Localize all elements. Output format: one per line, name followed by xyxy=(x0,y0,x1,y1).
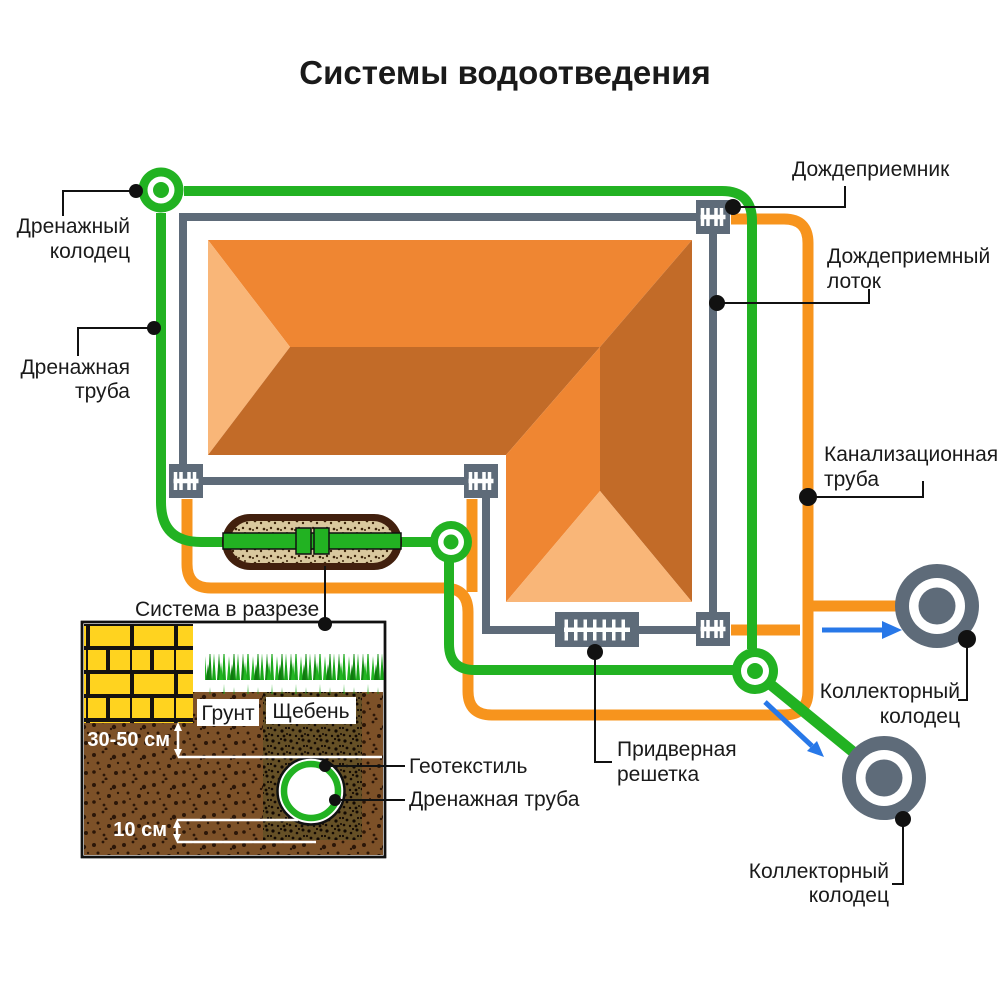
depth-marks xyxy=(175,730,382,844)
page-title: Системы водоотведения xyxy=(299,54,710,91)
pipe-coupling-right xyxy=(313,527,330,555)
drainage-well-label-line1: Дренажный xyxy=(17,215,130,238)
roof-face-wing-west xyxy=(506,347,600,602)
door-grate-icon xyxy=(555,612,639,647)
drainage-pipe-to-collector xyxy=(764,678,858,757)
drain-pipe-section-icon xyxy=(280,760,342,822)
drainage-well-label-line2: колодец xyxy=(50,240,130,263)
drainage-well-icon xyxy=(138,167,184,213)
rain-inlet-label: Дождеприемник xyxy=(792,158,950,181)
section-drain-pipe-label: Дренажная труба xyxy=(409,788,580,811)
collector-well-bottom-icon xyxy=(842,736,926,820)
pipe-junction-icon xyxy=(430,521,472,563)
rain-inlet-grate-icon xyxy=(696,200,730,234)
section-box-border xyxy=(80,620,387,859)
collector-well-top-label-line1: Коллекторный xyxy=(820,680,960,703)
soil-label-box xyxy=(197,699,259,726)
corner-grate-icon xyxy=(696,612,730,646)
drainage-pipes xyxy=(156,186,858,757)
door-grate-label-line2: решетка xyxy=(617,763,699,786)
depth-arrowheads xyxy=(173,722,182,843)
middle-grate-icon xyxy=(464,464,498,498)
door-grate-label-line1: Придверная xyxy=(617,738,737,761)
left-grate-icon xyxy=(169,464,203,498)
sewer-pipe-main-loop xyxy=(181,213,814,721)
flow-arrow-right-head-icon xyxy=(882,621,902,639)
gravel-label: Щебень xyxy=(272,700,349,723)
collector-well-bottom-label-line2: колодец xyxy=(809,884,889,907)
pipe-through-capsule xyxy=(222,532,402,550)
collector-well-bottom-label-line1: Коллекторный xyxy=(749,860,889,883)
storm-sewer-pipes xyxy=(181,213,896,721)
roof-face-west-hip xyxy=(208,240,290,455)
sewer-pipe-label-line2: труба xyxy=(824,468,879,491)
flow-arrow-diagonal-head-icon xyxy=(807,741,824,757)
roof-face-north xyxy=(208,240,692,347)
roof-face-wing-south-hip xyxy=(506,491,692,602)
collector-well-top-label-line2: колодец xyxy=(880,705,960,728)
roof-face-wing-east xyxy=(600,240,692,602)
pipe-junction-lower-icon xyxy=(732,648,778,694)
drainage-pipe-top-right xyxy=(184,186,757,649)
geotextile-label: Геотекстиль xyxy=(409,755,527,778)
drainage-pipe-cutaway xyxy=(222,514,402,570)
section-title: Система в разрезе xyxy=(135,598,319,621)
flow-arrows xyxy=(763,621,902,757)
house-roof xyxy=(208,240,692,602)
pipe-coupling-left xyxy=(295,527,312,555)
flow-arrow-diagonal-icon xyxy=(763,700,814,748)
drainage-pipe-label-line1: Дренажная xyxy=(20,356,130,379)
depth-30-50-label: 30-50 см xyxy=(87,729,170,751)
soil-label: Грунт xyxy=(201,702,255,725)
grass xyxy=(205,654,385,694)
rain-tray-label-line1: Дождеприемный xyxy=(827,245,990,268)
drainage-pipe-left xyxy=(156,213,431,547)
drainage-pipe-label-line2: труба xyxy=(75,380,130,403)
gravel-label-box xyxy=(266,697,356,724)
callout-labels: Дренажный колодец Дренажная труба Дождеп… xyxy=(17,158,999,907)
rain-tray-label-line2: лоток xyxy=(827,270,882,293)
roof-face-south xyxy=(208,347,600,455)
sewer-pipe-label-line1: Канализационная xyxy=(824,443,998,466)
drainage-pipe-bottom xyxy=(444,560,733,675)
brick-wall xyxy=(84,624,193,723)
leader-lines xyxy=(62,184,976,885)
depth-10-label: 10 см xyxy=(113,819,167,841)
cross-section-inset: 30-50 см 10 см Грунт Щебень xyxy=(80,620,387,859)
